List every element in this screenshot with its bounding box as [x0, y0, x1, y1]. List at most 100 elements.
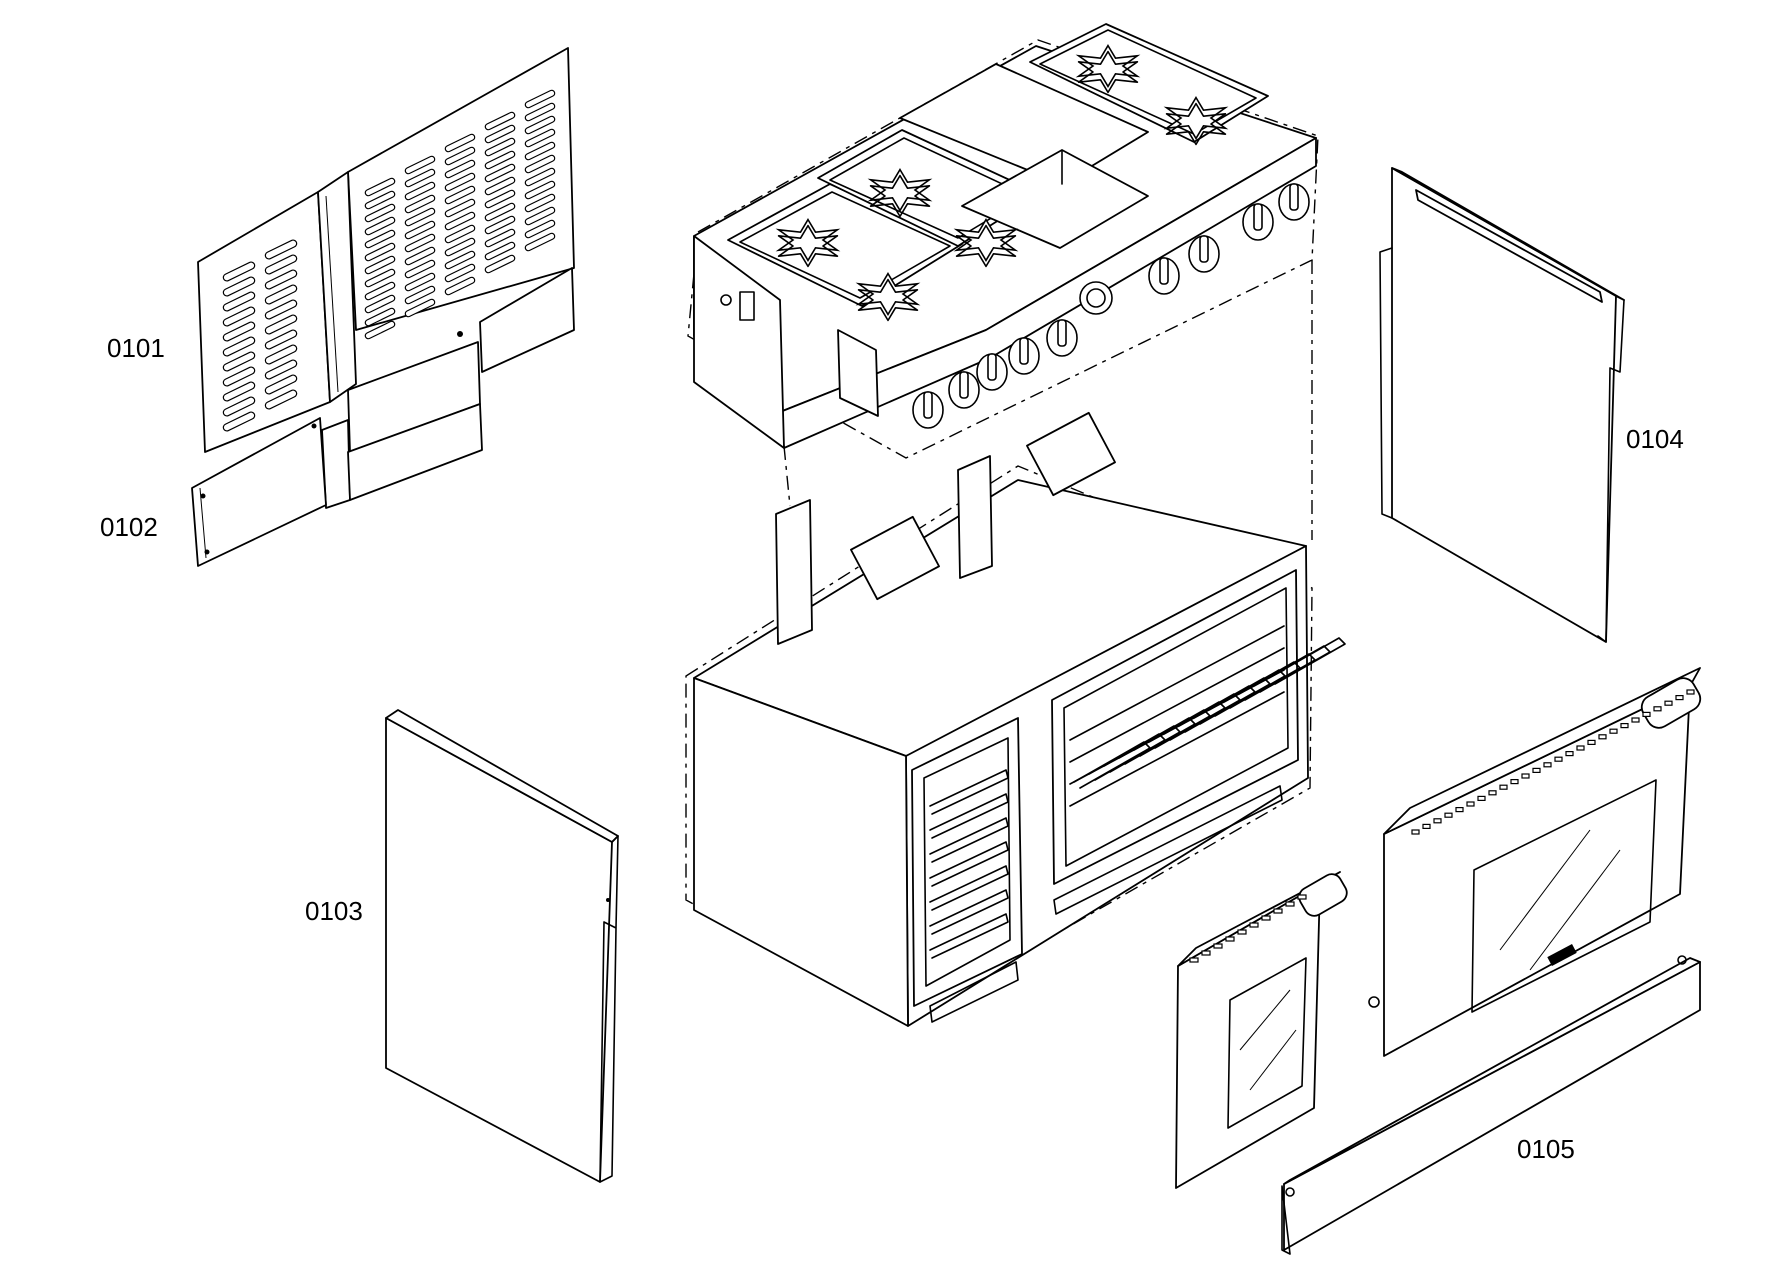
- door-vent: [1686, 689, 1695, 695]
- door-vents-large: [1411, 689, 1695, 835]
- door-vent: [1576, 745, 1585, 751]
- vent-slot: [444, 133, 476, 153]
- star-burner-base: [955, 224, 1017, 268]
- oven-rack-rail: [1069, 625, 1285, 741]
- vent-slot: [444, 224, 476, 244]
- door-vent: [1653, 706, 1662, 712]
- vent-slot: [222, 291, 256, 312]
- door-vent: [1565, 750, 1574, 757]
- knob-grip: [1159, 257, 1169, 285]
- knob-grip: [987, 353, 997, 381]
- oven-racks-small: [929, 769, 1009, 959]
- knob-grip: [1057, 319, 1067, 347]
- star-burner: [953, 218, 1019, 262]
- oven-racks-large: [1069, 625, 1346, 807]
- door-vent: [1587, 739, 1596, 746]
- star-burner: [775, 218, 841, 262]
- knob-grip: [1199, 235, 1209, 263]
- vent-slots-left: [222, 239, 298, 432]
- vent-slot: [222, 396, 256, 417]
- door-vent: [1521, 773, 1530, 779]
- star-burner: [855, 272, 921, 316]
- vent-slot: [222, 261, 256, 282]
- vent-slot: [444, 159, 476, 179]
- vent-slot: [264, 269, 298, 290]
- vent-slot: [264, 299, 298, 320]
- knob-grip: [1253, 203, 1263, 231]
- vent-slot: [364, 281, 396, 301]
- door-vent: [1554, 756, 1563, 762]
- vent-slot: [484, 111, 516, 131]
- door-vent: [1543, 762, 1552, 768]
- door-vent: [1273, 908, 1283, 914]
- vent-slot: [404, 272, 436, 292]
- door-vent: [1189, 957, 1199, 963]
- vent-slot: [524, 206, 556, 226]
- door-vent: [1201, 950, 1211, 956]
- oven-rack: [929, 841, 1009, 887]
- vent-slot: [222, 306, 256, 327]
- door-vent: [1444, 812, 1453, 818]
- vent-slot: [524, 232, 556, 252]
- vent-slot: [484, 202, 516, 222]
- vent-slot: [444, 172, 476, 192]
- vent-slot: [364, 229, 396, 249]
- door-vent: [1675, 694, 1684, 701]
- vent-slot: [364, 177, 396, 197]
- part-0105-kick-plate: [1281, 955, 1701, 1255]
- part-0103-left-side-panel: [385, 709, 619, 1183]
- vent-slot: [524, 154, 556, 174]
- label-0101: 0101: [107, 333, 165, 363]
- door-vent: [1642, 711, 1651, 718]
- vent-slot: [404, 155, 436, 175]
- vent-slot: [404, 181, 436, 201]
- label-0102: 0102: [100, 512, 158, 542]
- door-vent: [1532, 767, 1541, 774]
- door-vent: [1609, 728, 1618, 734]
- vent-slot: [404, 246, 436, 266]
- vent-slot: [404, 194, 436, 214]
- vent-slot: [404, 168, 436, 188]
- star-burner-base: [869, 174, 931, 218]
- vent-slot: [364, 307, 396, 327]
- door-vent: [1631, 717, 1640, 723]
- oven-rack: [929, 817, 1009, 863]
- vent-slot: [484, 241, 516, 261]
- vent-slot: [444, 237, 476, 257]
- vent-slot: [444, 146, 476, 166]
- vent-slot: [364, 216, 396, 236]
- oven-rack-rail: [1069, 669, 1285, 785]
- oven-rack-rail: [1069, 647, 1285, 763]
- oven-rack: [929, 913, 1009, 959]
- vent-slot: [524, 102, 556, 122]
- vent-slot: [484, 254, 516, 274]
- door-vent: [1499, 784, 1508, 790]
- vent-slot: [484, 137, 516, 157]
- vent-slot: [264, 329, 298, 350]
- star-burners: [775, 44, 1229, 322]
- door-vent: [1411, 829, 1420, 835]
- vent-slot: [444, 263, 476, 283]
- vent-slot: [364, 242, 396, 262]
- label-0105: 0105: [1517, 1134, 1575, 1164]
- door-vent: [1466, 801, 1475, 807]
- door-vent: [1249, 922, 1259, 928]
- door-vent: [1261, 915, 1271, 921]
- door-vent: [1455, 806, 1464, 813]
- vent-slot: [484, 228, 516, 248]
- vent-slot: [524, 115, 556, 135]
- vent-slot: [524, 193, 556, 213]
- vent-slot: [364, 294, 396, 314]
- vent-slot: [524, 180, 556, 200]
- oven-rack: [929, 793, 1009, 839]
- vent-slot: [364, 190, 396, 210]
- door-vent: [1433, 818, 1442, 824]
- part-0101-rear-vent-panel: [197, 47, 575, 509]
- vent-slot: [222, 351, 256, 372]
- vent-slot: [444, 211, 476, 231]
- door-vent: [1285, 901, 1295, 907]
- vent-slots-right: [364, 89, 556, 340]
- vent-slot: [404, 220, 436, 240]
- vent-slot: [444, 276, 476, 296]
- burner-valve-right: [1026, 411, 1116, 497]
